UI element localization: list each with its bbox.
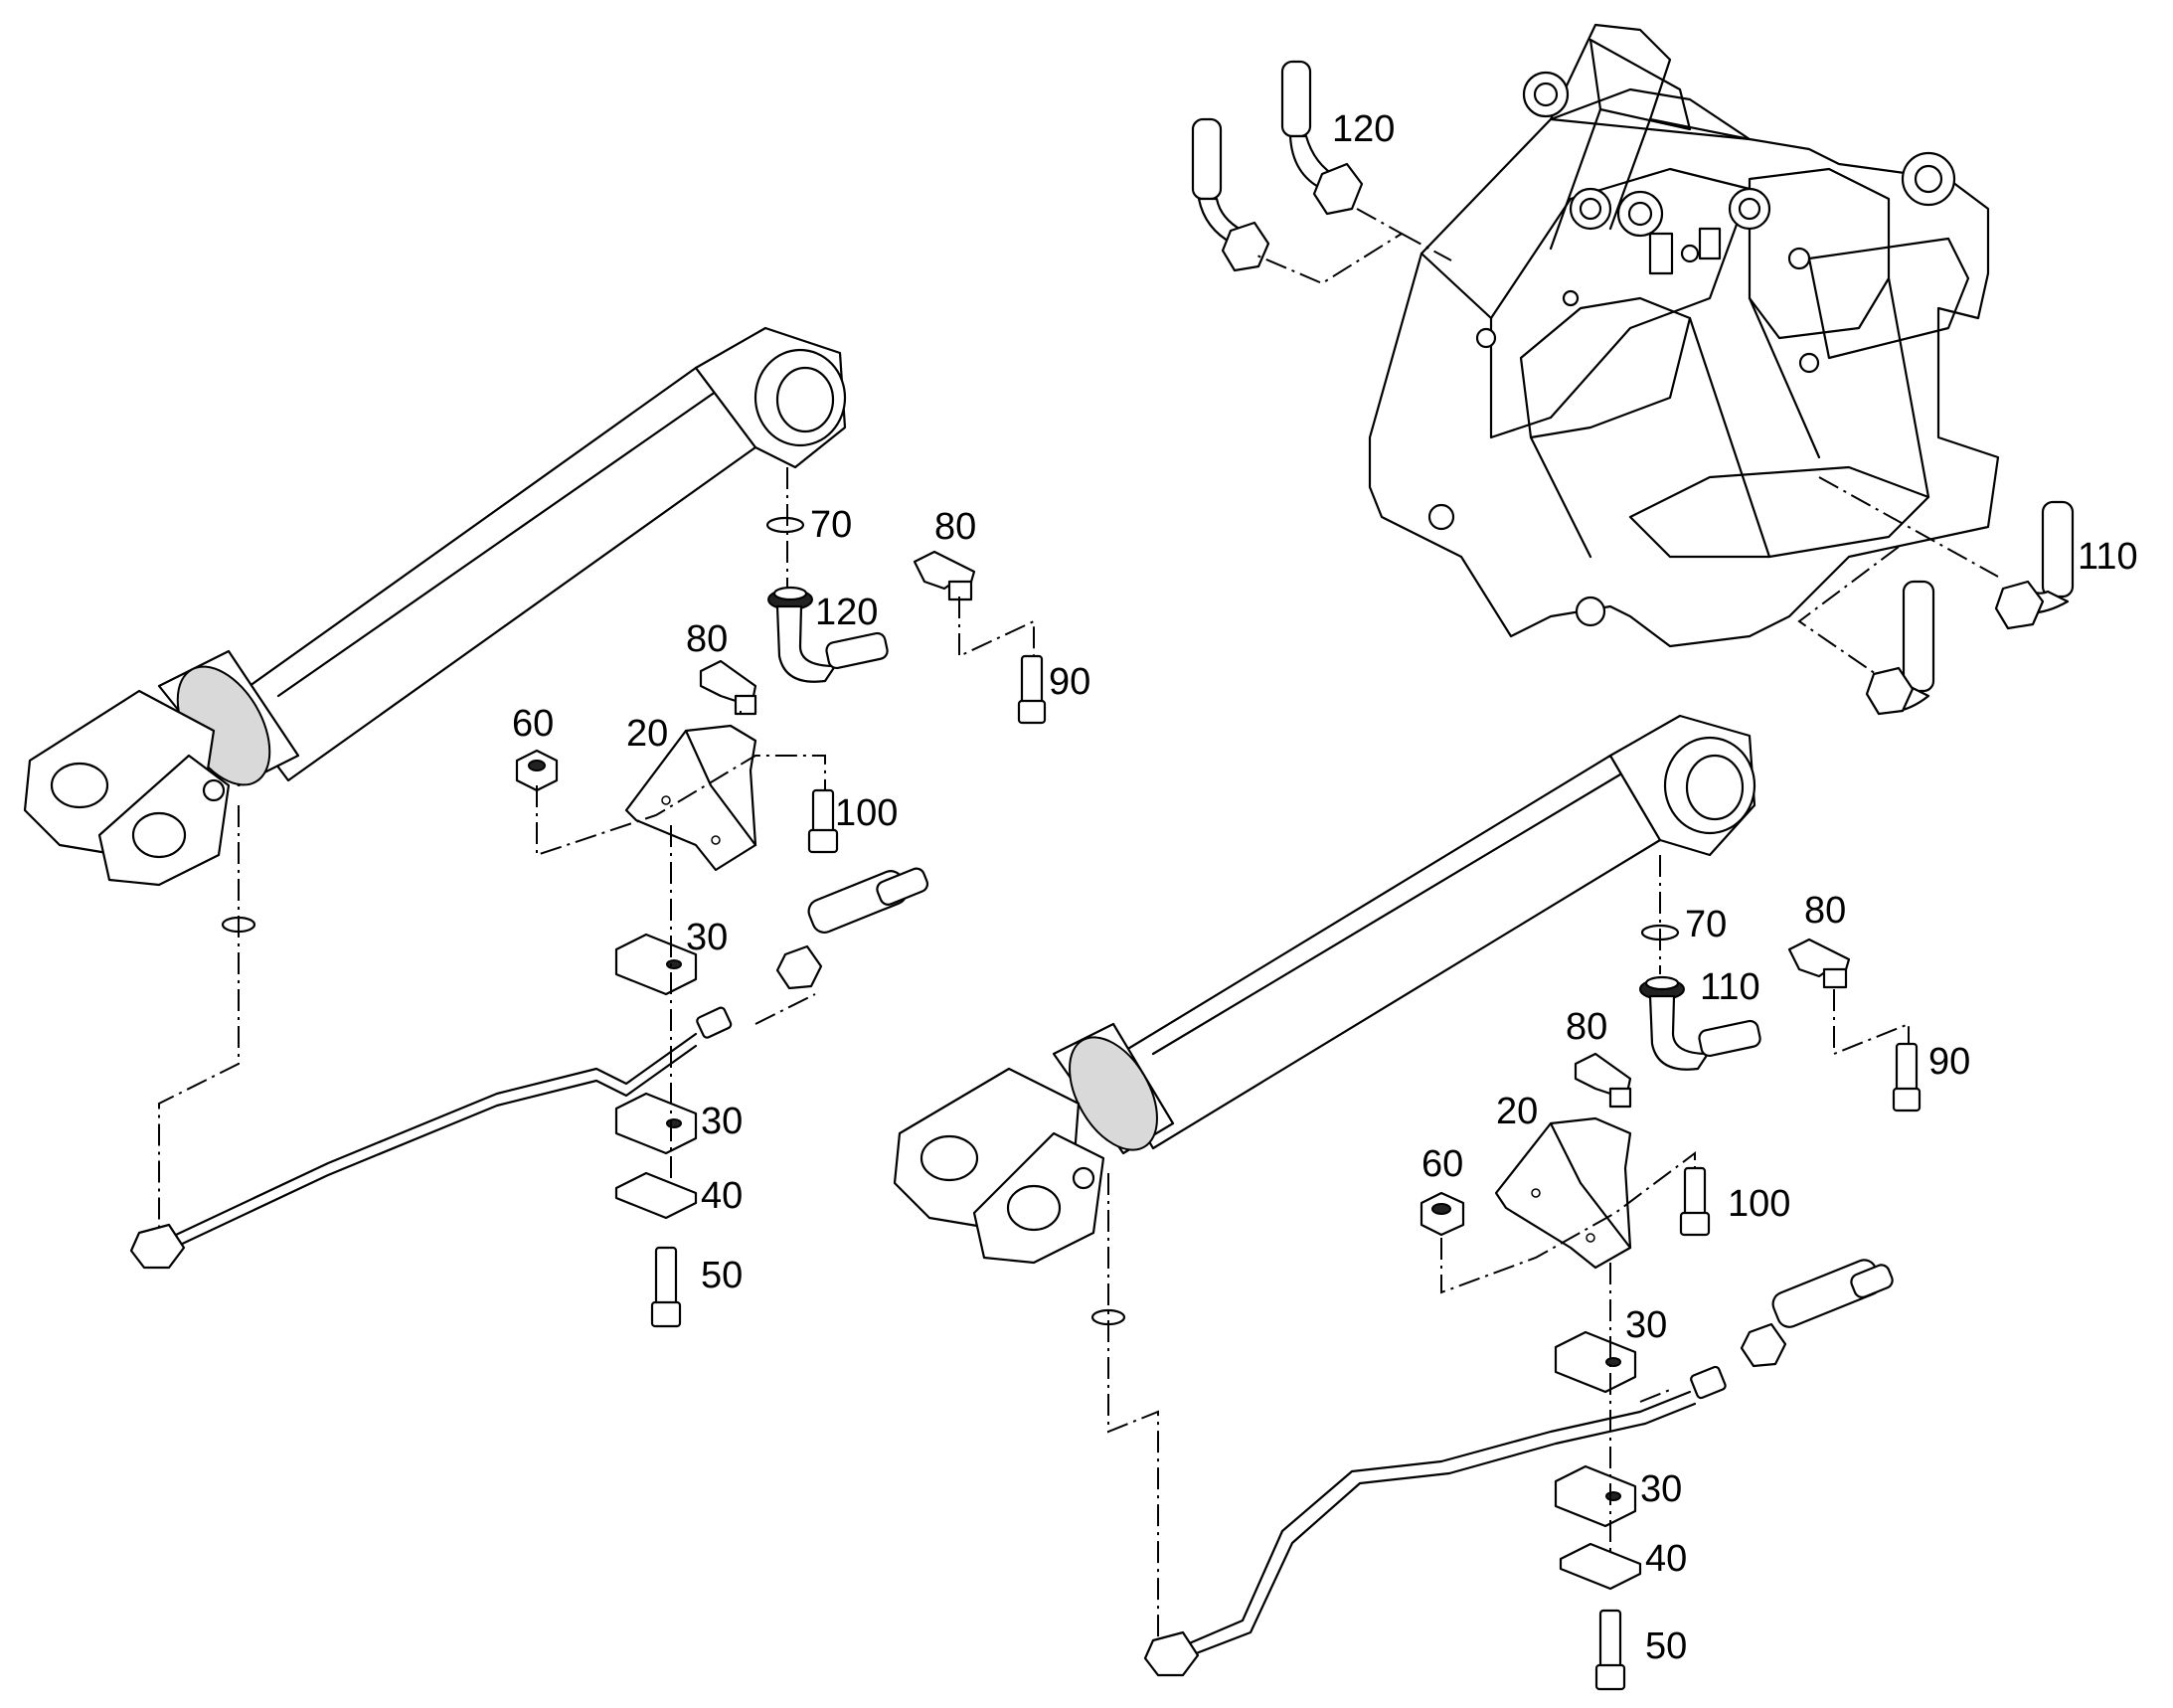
callout-30-left-lower: 30 (701, 1101, 743, 1142)
bracket-20-left (624, 724, 757, 872)
callout-80-left-lower: 80 (686, 618, 728, 660)
callout-30-left-upper: 30 (686, 917, 728, 958)
hydraulic-line-right (1143, 1259, 1894, 1677)
frame-hose-fitting-left (1191, 117, 1270, 272)
clamp-block-30-right-lower (1554, 1464, 1637, 1528)
callout-80-right-upper: 80 (1804, 890, 1846, 932)
callout-120-frame: 120 (1332, 108, 1395, 150)
bolt-50-left (650, 1246, 682, 1328)
callout-120-left: 120 (815, 592, 878, 633)
leader-lines-left (158, 467, 1035, 1233)
clamp-half-80-left-lower (699, 659, 757, 716)
nut-60-left (515, 749, 559, 792)
callout-100-left: 100 (835, 792, 898, 834)
callout-20-right: 20 (1496, 1091, 1538, 1132)
callout-110-frame: 110 (2078, 536, 2138, 578)
callout-20-left: 20 (626, 713, 668, 755)
callout-110-right: 110 (1700, 966, 1760, 1008)
frame-leader-lines (1252, 208, 1999, 677)
callout-50-right: 50 (1645, 1625, 1687, 1667)
frame-hose-fitting-120 (1280, 60, 1364, 216)
callout-40-right: 40 (1645, 1538, 1687, 1580)
bracket-20-right (1494, 1116, 1632, 1270)
elbow-fitting-110-right (1639, 975, 1761, 1071)
callout-30-right-upper: 30 (1625, 1304, 1667, 1346)
frame-hose-fitting-lower (1865, 580, 1935, 716)
callout-100-right: 100 (1728, 1183, 1790, 1225)
frame-hose-fitting-110 (1994, 500, 2075, 630)
loader-frame (1368, 23, 2000, 648)
callout-90-left: 90 (1049, 661, 1090, 703)
nut-60-right (1420, 1191, 1465, 1237)
bolt-100-right (1679, 1166, 1711, 1237)
callout-50-left: 50 (701, 1255, 743, 1296)
clamp-block-30-left-lower (614, 1092, 698, 1155)
plate-40-right (1559, 1542, 1642, 1591)
callout-30-right-lower: 30 (1640, 1468, 1682, 1510)
hydraulic-cylinder-left (23, 326, 847, 887)
callout-60-right: 60 (1421, 1143, 1463, 1185)
callout-80-left-upper: 80 (934, 506, 976, 548)
bolt-90-right (1892, 1042, 1922, 1112)
clamp-block-30-right-upper (1554, 1330, 1637, 1394)
callout-70-right: 70 (1685, 904, 1727, 945)
callout-90-right: 90 (1928, 1041, 1970, 1083)
callout-60-left: 60 (512, 703, 554, 745)
clamp-half-80-right-upper (1787, 938, 1851, 989)
leader-lines-right (1107, 855, 1910, 1640)
hydraulic-line-left (129, 867, 929, 1270)
callout-40-left: 40 (701, 1175, 743, 1217)
clamp-half-80-left-upper (913, 550, 976, 601)
callout-70-left: 70 (810, 504, 852, 546)
bolt-100-left (807, 788, 839, 854)
plate-40-left (614, 1171, 698, 1220)
bolt-50-right (1594, 1609, 1626, 1691)
bolt-90-left (1017, 654, 1047, 725)
elbow-fitting-120-left (767, 586, 889, 683)
o-ring-70-left (765, 516, 805, 534)
clamp-block-30-left-upper (614, 933, 698, 996)
hydraulic-cylinder-right (893, 714, 1756, 1265)
clamp-half-80-right-lower (1574, 1052, 1632, 1109)
callout-80-right-lower: 80 (1566, 1006, 1607, 1048)
